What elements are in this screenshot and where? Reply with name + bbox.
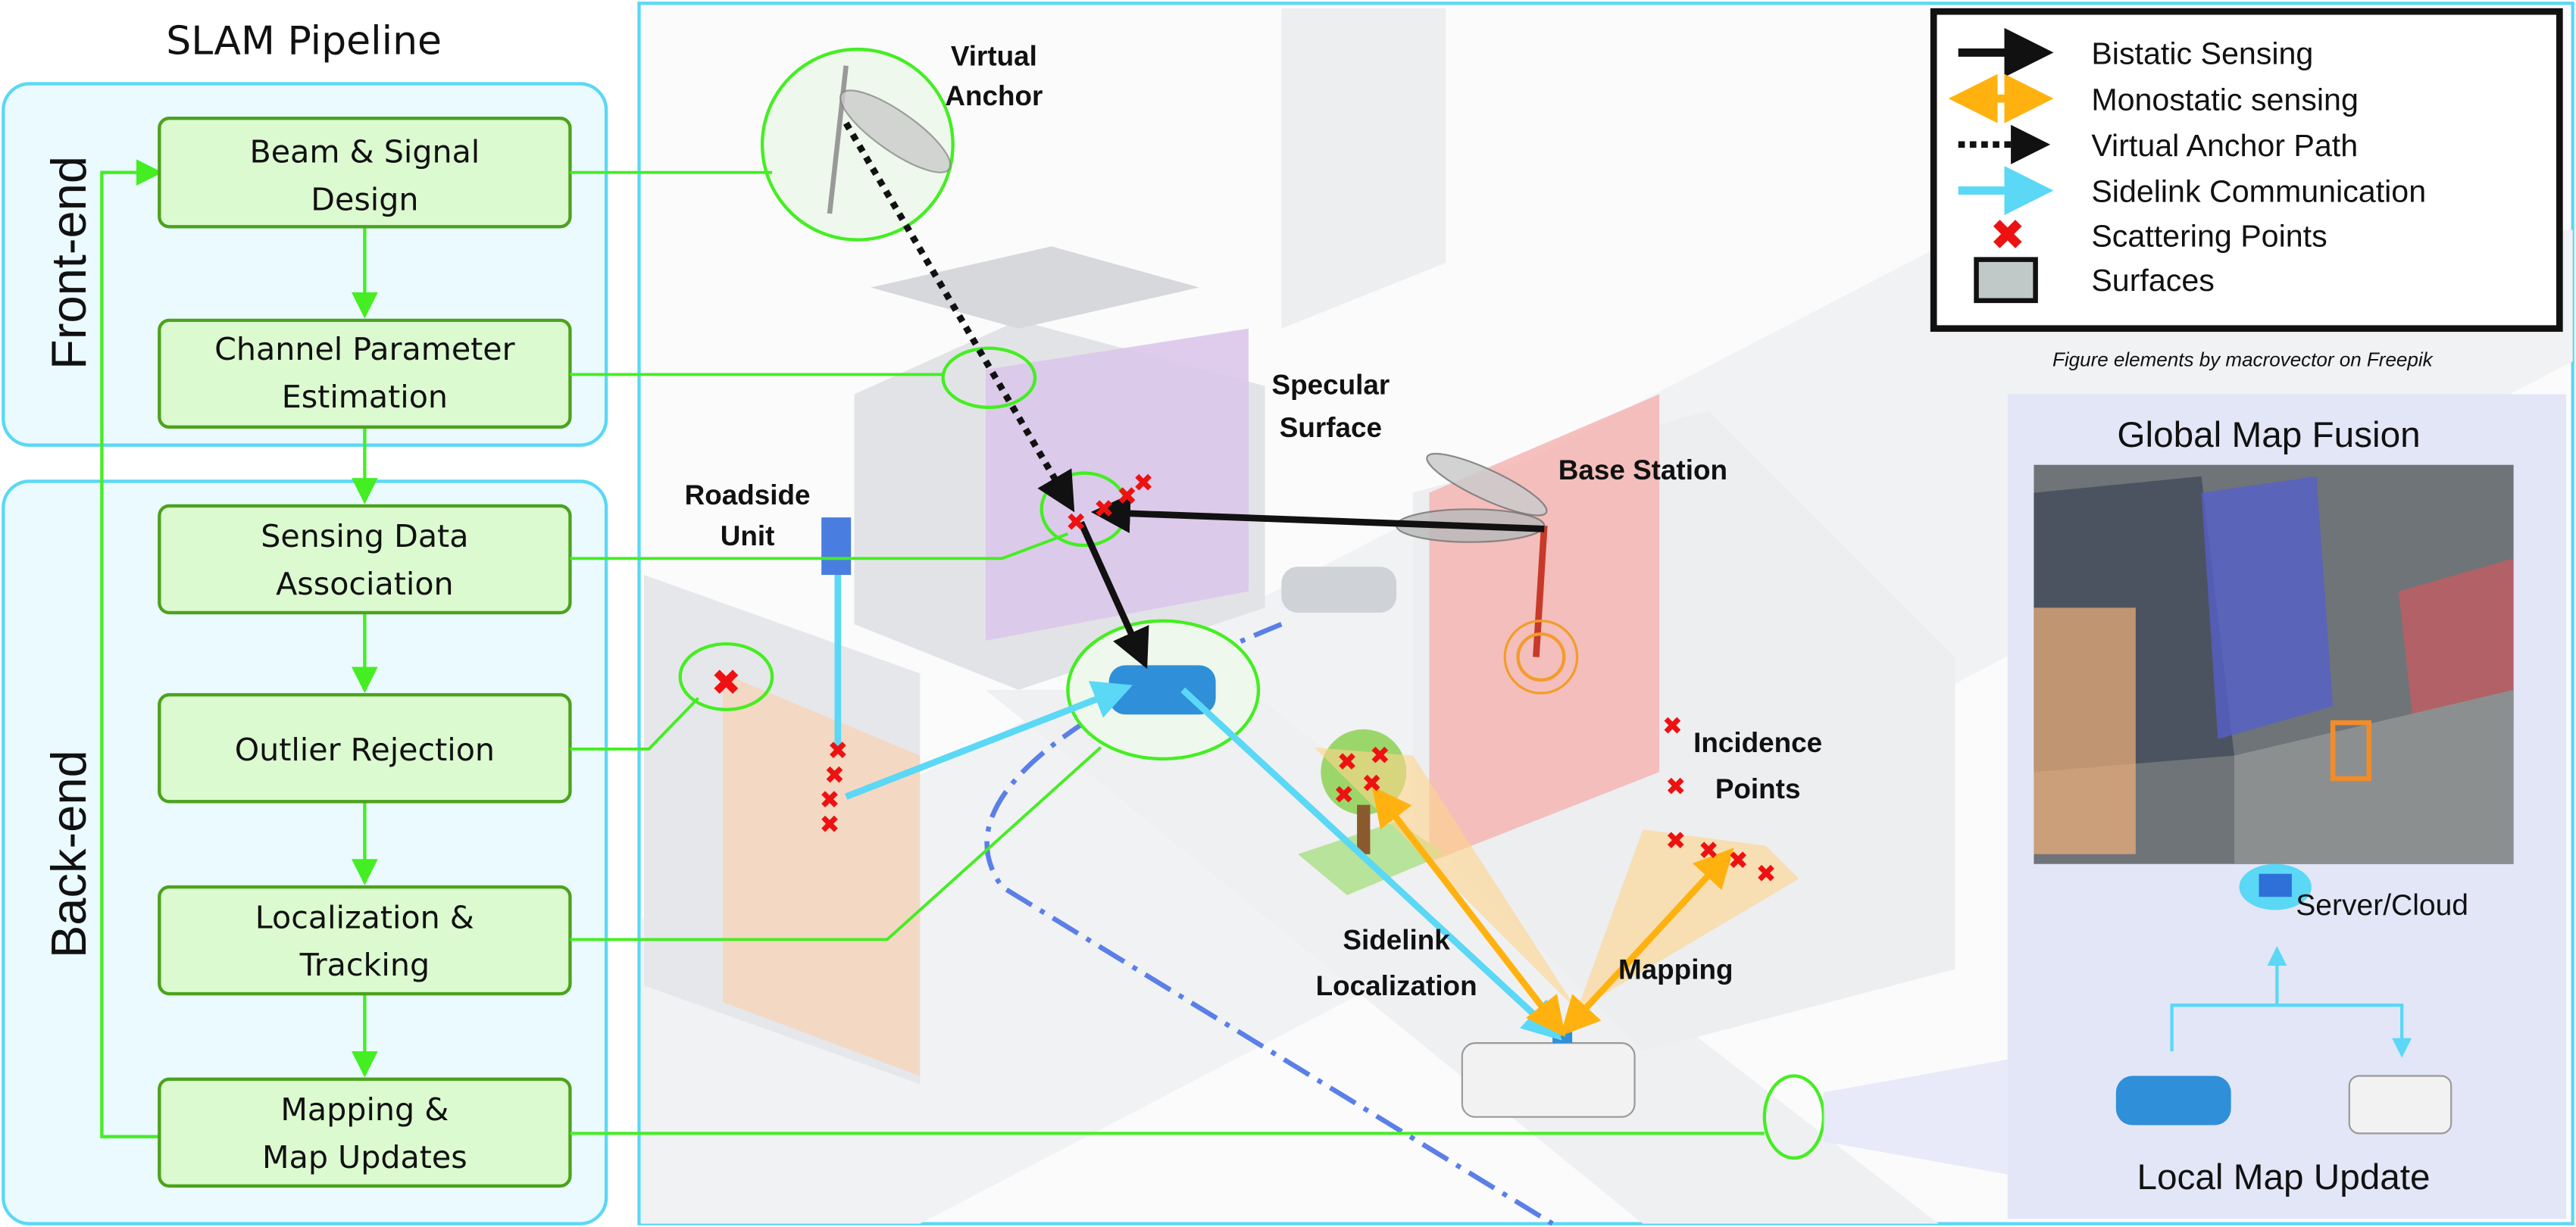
scattering-point-icon: ✖ [1698,836,1718,865]
virtual-anchor-label: Virtual [951,41,1037,72]
scattering-points: ✖✖✖✖✖✖✖✖✖✖✖✖✖✖✖✖✖✖✖ [711,468,1776,888]
backend-label: Back-end [41,750,96,958]
backend-group [2,479,608,1225]
local-car-icon [2115,1076,2231,1126]
fusion-title: Global Map Fusion [2117,415,2420,455]
local-map-update-label: Local Map Update [2137,1157,2431,1197]
legend-label: Virtual Anchor Path [2091,128,2358,163]
virtual-anchor-label: Anchor [945,80,1043,111]
uplink-arrows [2170,946,2412,1058]
step-label: Localization & [255,899,474,935]
server-cloud-icon [2239,863,2312,910]
pipeline-step-channel-parameter-estimation[interactable]: Channel Parameter Estimation [158,318,572,429]
step-label: Design [311,182,418,218]
step-label: Association [276,566,453,602]
gray-car-icon [1281,567,1397,613]
monostatic-arrow-tree [1371,786,1566,1038]
legend-label: Sidelink Communication [2091,174,2426,209]
specular-surface-label: Surface [1280,412,1382,443]
incidence-points-label: Points [1715,773,1801,804]
scattering-point-icon: ✖ [1117,482,1137,510]
scattering-point-icon: ✖ [1361,769,1382,798]
scattering-point-icon: ✖ [819,785,839,814]
scattering-point-icon: ✖ [1662,711,1683,740]
step-label: Sensing Data [261,518,468,554]
pipeline-step-localization-tracking[interactable]: Localization & Tracking [158,885,572,996]
scattering-point-icon: ✖ [819,810,839,839]
pipeline-step-outlier-rejection[interactable]: Outlier Rejection [158,693,572,804]
legend-label: Monostatic sensing [2091,82,2359,117]
step-label: Channel Parameter [214,331,515,367]
scattering-point-icon: ✖ [824,760,845,789]
pipeline-step-sensing-data-association[interactable]: Sensing Data Association [158,504,572,615]
frontend-label: Front-end [41,156,96,370]
legend-label: Bistatic Sensing [2091,36,2313,71]
roadside-unit-icon [821,517,852,576]
step-label: Outlier Rejection [235,732,495,768]
scattering-point-icon: ✖ [1333,780,1354,809]
leader-lines [570,170,1765,1135]
monostatic-arrow-building [1560,848,1734,1037]
roadside-unit-label: Unit [721,520,775,551]
step-label: Estimation [282,379,448,415]
legend-label: Scattering Points [2091,218,2327,253]
scattering-point-icon: ✖ [1133,468,1154,497]
bistatic-arrow-reflection [1077,520,1149,670]
mapping-label: Mapping [1618,954,1733,985]
surface-legend-icon [1974,257,2038,304]
scattering-point-icon: ✖ [1755,860,1776,888]
sidelink-localization-label: Sidelink [1343,924,1450,955]
bistatic-arrow-bs [1090,493,1545,533]
specular-surface-label: Specular [1272,369,1390,400]
base-station-label: Base Station [1558,454,1727,485]
scattering-point-icon: ✖ [1066,507,1086,536]
scattering-point-icon: ✖ [711,662,741,704]
sidelink-arrow-car [845,681,1133,800]
scattering-point-icon: ✖ [1094,495,1114,523]
sidelink-localization-label: Localization [1316,970,1477,1001]
pipeline-title: SLAM Pipeline [166,19,442,64]
zoom-cone [1823,1059,2008,1175]
roadside-unit-label: Roadside [685,479,811,510]
feedback-arrow [100,159,163,1138]
scattering-point-icon: ✖ [1728,846,1749,875]
scattering-point-icon: ✖ [827,736,848,765]
step-label: Mapping & [280,1091,449,1128]
step-label: Map Updates [262,1139,467,1175]
scattering-point-icon: ✖ [1336,748,1357,776]
vehicle-trajectory [984,622,1554,1226]
localized-car-icon [1066,619,1261,761]
outlier-highlight [678,642,774,712]
legend: ✖ Bistatic Sensing Monostatic sensing Vi… [1930,8,2563,333]
scattering-point-icon: ✖ [1665,826,1686,855]
orange-facade [723,673,921,1076]
scattering-point-icon: ✖ [1370,741,1390,770]
step-label: Beam & Signal [249,134,480,170]
server-cloud-label: Server/Cloud [2296,889,2468,922]
red-cross-legend-icon: ✖ [1990,211,2025,261]
incidence-points-label: Incidence [1693,727,1822,758]
step-label: Tracking [299,947,430,983]
global-map-fusion-panel: Global Map Fusion Server/Cloud Local Map… [2007,394,2566,1219]
pipeline-step-mapping-map-updates[interactable]: Mapping & Map Updates [158,1077,572,1188]
local-van-icon [2348,1075,2453,1135]
pipeline-step-beam-signal-design[interactable]: Beam & Signal Design [158,116,572,229]
aerial-map-image [2034,464,2514,864]
scattering-point-icon: ✖ [1665,773,1686,801]
credit-text: Figure elements by macrovector on Freepi… [2052,348,2434,371]
legend-label: Surfaces [2091,263,2215,298]
channel-estimation-highlight [941,346,1037,409]
virtual-anchor-tower-icon [760,47,955,242]
